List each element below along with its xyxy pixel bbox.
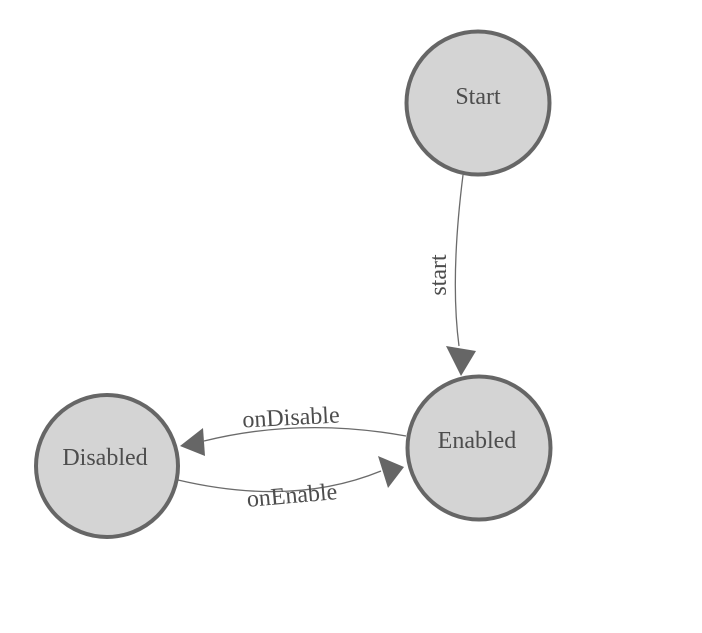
edge-start-label: start	[426, 254, 452, 296]
node-enabled[interactable]: Enabled	[405, 374, 553, 522]
edge-start-arrowhead-icon[interactable]	[446, 346, 476, 376]
node-start-circle[interactable]	[404, 29, 552, 177]
edge-ondisable[interactable]: onDisable	[180, 402, 407, 456]
edge-start-line[interactable]	[454, 174, 464, 347]
node-enabled-label: Enabled	[438, 428, 517, 454]
node-disabled-label: Disabled	[62, 445, 147, 471]
edge-start[interactable]: start	[426, 174, 476, 376]
edge-onenable-arrowhead-icon[interactable]	[378, 456, 404, 488]
node-disabled-circle[interactable]	[34, 393, 180, 539]
edge-onenable-line[interactable]	[177, 470, 382, 493]
edge-ondisable-arrowhead-icon[interactable]	[180, 428, 205, 456]
node-disabled[interactable]: Disabled	[34, 393, 180, 539]
edge-onenable[interactable]: onEnable	[177, 456, 404, 513]
node-start[interactable]: Start	[404, 29, 552, 177]
edge-ondisable-line[interactable]	[203, 426, 407, 442]
node-enabled-circle[interactable]	[405, 374, 553, 522]
edge-onenable-label: onEnable	[246, 479, 339, 513]
edge-ondisable-label: onDisable	[242, 402, 341, 433]
node-start-label: Start	[455, 84, 501, 110]
